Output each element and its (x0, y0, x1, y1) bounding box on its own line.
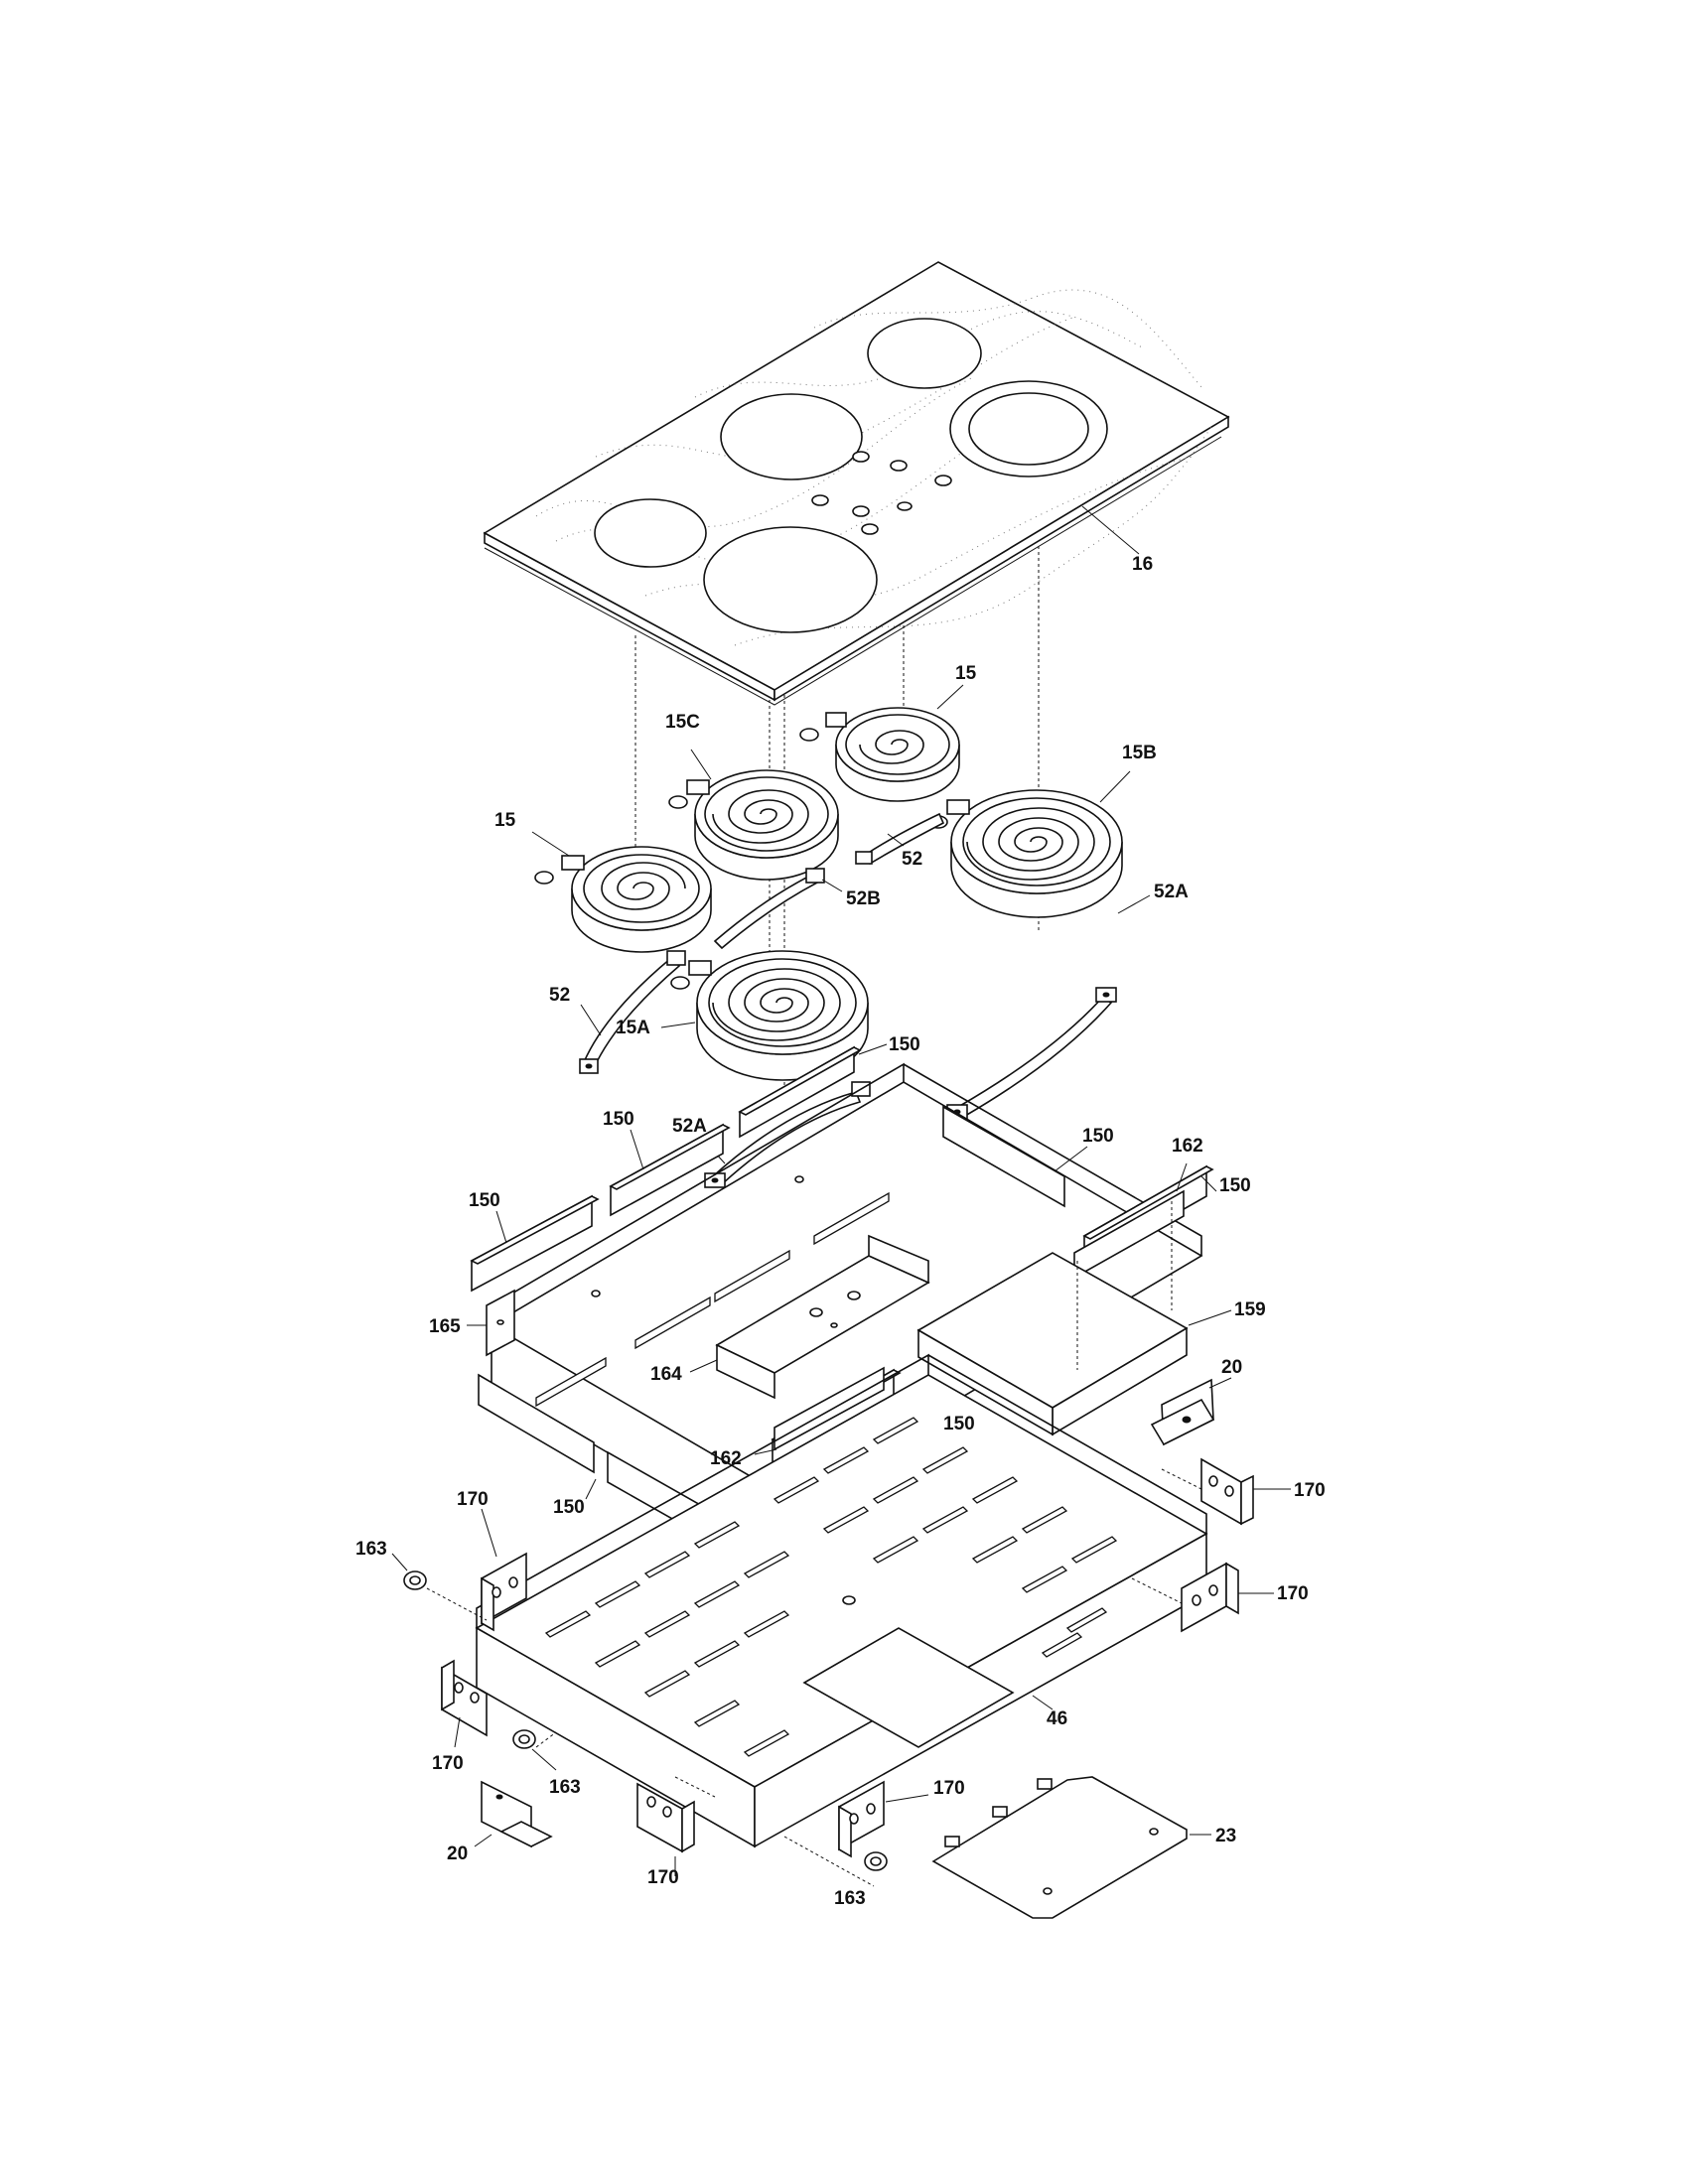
label-150-a: 150 (889, 1034, 920, 1055)
corner-bracket-part-170-e (838, 1780, 929, 1858)
insulation-pad-part-150-a (738, 1043, 888, 1139)
label-163-a: 163 (355, 1539, 387, 1560)
insulation-pad-part-150-d (942, 1105, 1088, 1208)
chassis-part-46 (475, 1353, 1208, 1848)
label-150-g: 150 (553, 1497, 585, 1518)
label-52A-right: 52A (1154, 882, 1189, 902)
corner-bracket-part-170-a (481, 1508, 527, 1632)
channel-part-164 (689, 1234, 930, 1400)
corner-bracket-part-170-f (636, 1782, 695, 1876)
label-15-top: 15 (955, 663, 977, 684)
alignment-lines-chassis (426, 1468, 1202, 1887)
label-163-b: 163 (549, 1777, 581, 1798)
corner-bracket-part-170-c (1181, 1562, 1274, 1633)
part-labels: 16 15 15C 15B 15 52 52B 52A 52 15A 52A 1… (355, 554, 1326, 1909)
label-164: 164 (650, 1364, 682, 1385)
insulation-pad-part-150-c (470, 1194, 600, 1293)
label-159: 159 (1234, 1299, 1266, 1320)
heating-element-part-15C (668, 749, 839, 881)
label-46: 46 (1047, 1708, 1067, 1729)
label-16: 16 (1132, 554, 1153, 575)
label-170-d: 170 (432, 1753, 464, 1774)
label-150-b: 150 (603, 1109, 634, 1130)
label-15B: 15B (1122, 743, 1157, 763)
glass-cooktop-part-16 (483, 261, 1230, 706)
corner-bracket-part-170-d (441, 1659, 488, 1748)
label-52A-left: 52A (672, 1116, 707, 1137)
label-163-c: 163 (834, 1888, 866, 1909)
label-23: 23 (1215, 1826, 1236, 1846)
cover-plate-part-23 (931, 1776, 1211, 1919)
chassis-vent-slots (544, 1417, 1118, 1757)
label-150-e: 150 (1219, 1175, 1251, 1196)
label-170-f: 170 (647, 1867, 679, 1888)
label-165: 165 (429, 1316, 461, 1337)
label-20-left: 20 (447, 1843, 468, 1864)
label-15-left: 15 (494, 810, 516, 831)
heating-element-part-15A (660, 950, 869, 1081)
heating-element-part-15-top (799, 684, 964, 802)
corner-bracket-part-170-b (1200, 1457, 1291, 1526)
label-52-mid: 52 (902, 849, 922, 870)
grommet-part-163-b (512, 1729, 557, 1771)
grommet-part-163-c (864, 1851, 888, 1871)
grommet-part-163-a (391, 1553, 427, 1590)
label-150-f: 150 (943, 1414, 975, 1434)
insulation-pad-part-150-b (609, 1123, 731, 1217)
side-plate-part-165 (467, 1289, 515, 1357)
heating-element-part-15B (928, 770, 1131, 918)
label-150-c: 150 (469, 1190, 500, 1211)
label-20-right: 20 (1221, 1357, 1242, 1378)
strap-part-52B (713, 868, 843, 950)
label-15C: 15C (665, 712, 700, 733)
label-170-e: 170 (933, 1778, 965, 1799)
heating-element-part-15-left (531, 831, 712, 953)
strap-part-52-mid (855, 812, 945, 866)
strap-part-52A-right (946, 894, 1151, 1120)
label-162-a: 162 (1172, 1136, 1203, 1157)
strap-part-52-left (579, 950, 686, 1074)
bracket-part-20-left (474, 1780, 553, 1848)
label-52B: 52B (846, 888, 881, 909)
label-162-b: 162 (710, 1448, 742, 1469)
label-15A: 15A (616, 1018, 650, 1038)
label-150-d: 150 (1082, 1126, 1114, 1147)
label-170-c: 170 (1277, 1583, 1309, 1604)
label-52-left: 52 (549, 985, 570, 1006)
label-170-b: 170 (1294, 1480, 1326, 1501)
box-part-159 (916, 1201, 1232, 1436)
bracket-part-20-right (1150, 1377, 1232, 1446)
label-170-a: 170 (457, 1489, 489, 1510)
